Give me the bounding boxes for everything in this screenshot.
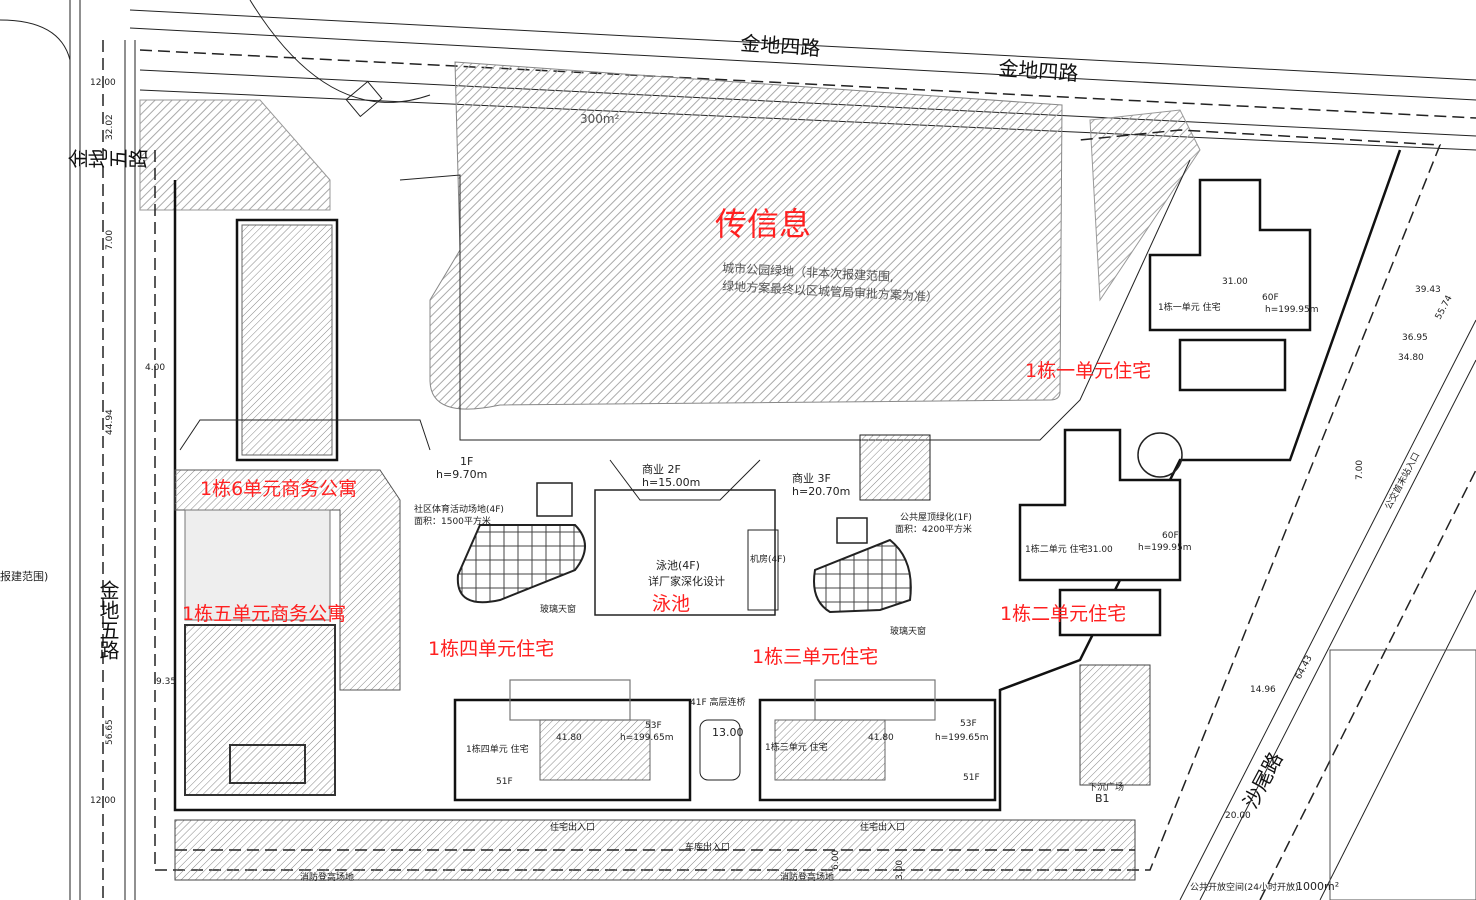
tower-unit3 [758, 679, 997, 802]
dim: 64.43 [1294, 654, 1315, 681]
tower2-dim: 31.00 [1087, 545, 1113, 555]
road-name-east: 沙尾路 [1238, 748, 1287, 812]
dim: 4.00 [145, 363, 165, 373]
label-unit1: 1栋一单元住宅 [1025, 360, 1151, 382]
corner-green [139, 99, 331, 211]
dim: 6.00 [831, 850, 841, 870]
skylight-west [456, 524, 586, 604]
pool-note: 详厂家深化设计 [648, 574, 725, 588]
west-road [0, 0, 136, 900]
podium-2f-height: h=15.00m [642, 476, 700, 489]
tower-unit2 [1018, 428, 1182, 637]
garden-area: 面积：4200平方米 [895, 523, 972, 535]
road-name-north-2: 金地四路 [998, 56, 1079, 86]
sky-bridge [699, 719, 741, 781]
tower1-label: 1栋一单元 住宅 [1158, 301, 1221, 313]
tower3-label: 1栋三单元 住宅 [765, 741, 828, 753]
pool [594, 489, 776, 616]
dim: 20.00 [1225, 811, 1251, 821]
sports-field [184, 509, 331, 621]
stairs [859, 434, 931, 501]
skylight-label-east: 玻璃天窗 [890, 625, 926, 637]
public-space-label: 公共开放空间(24小时开放) [1190, 881, 1298, 893]
podium-3f-height: h=20.70m [792, 485, 850, 498]
dim: 55.74 [1434, 294, 1455, 322]
res-entry-2: 住宅出入口 [860, 821, 905, 833]
round-structure [1137, 432, 1183, 478]
skylight-east [813, 538, 912, 614]
tower3-height: h=199.65m [935, 733, 989, 743]
tower3-floors: 53F [960, 719, 977, 729]
dim: 12.00 [90, 796, 116, 806]
dim: 39.43 [1415, 285, 1441, 295]
label-unit4: 1栋四单元住宅 [428, 638, 554, 660]
bus-entry: 公交首末站入口 [1382, 450, 1422, 511]
tower2-floors: 60F [1162, 531, 1179, 541]
fire-lane-label-2: 消防登高场地 [780, 871, 834, 883]
machine-room: 机房(4F) [750, 553, 786, 565]
bridge-label: 41F 高层连桥 [690, 696, 746, 708]
label-unit3: 1栋三单元住宅 [752, 646, 878, 668]
tower4-dim: 41.80 [556, 733, 582, 743]
tower2-height: h=199.95m [1138, 543, 1192, 553]
podium-1f-height: h=9.70m [436, 468, 487, 481]
bridge-dim: 13.00 [712, 726, 744, 739]
tower2-label: 1栋二单元 住宅 [1025, 543, 1088, 555]
dim: 44.94 [105, 409, 115, 435]
podium-2f: 商业 2F [642, 462, 681, 476]
tower4-floors: 53F [645, 721, 662, 731]
label-pool: 泳池 [652, 593, 690, 615]
heading-label: 传信息 [715, 205, 811, 243]
podium-3f: 商业 3F [792, 471, 831, 485]
site-boundary [154, 129, 1442, 871]
podium-1f: 1F [460, 455, 473, 468]
dim: 12.00 [90, 78, 116, 88]
road-name-west-2: 金地五路 [96, 580, 120, 660]
tower4-height: h=199.65m [620, 733, 674, 743]
fire-lane-label-1: 消防登高场地 [300, 871, 354, 883]
park-area-label: 300m² [580, 112, 620, 126]
skylight-label-west: 玻璃天窗 [540, 603, 576, 615]
sports-label: 社区体育活动场地(4F) [414, 503, 504, 515]
tower-unit5 [184, 624, 336, 796]
dim: 14.96 [1250, 685, 1276, 695]
tower4-low: 51F [496, 777, 513, 787]
dim: 9.35 [156, 677, 176, 687]
tower-unit1 [1148, 178, 1312, 392]
tower1-dim: 31.00 [1222, 277, 1248, 287]
tower3-dim: 41.80 [868, 733, 894, 743]
tower-unit4 [453, 679, 692, 802]
east-road [1179, 319, 1476, 900]
podium-outline [173, 149, 1402, 812]
dim: 3.00 [895, 860, 905, 880]
scope-label: 报建范围) [0, 569, 48, 583]
dim: 56.65 [105, 719, 115, 745]
plaza-label: 下沉广场 [1088, 781, 1124, 793]
public-space-area: 1000m² [1296, 880, 1339, 893]
tower3-low: 51F [963, 773, 980, 783]
dim: 7.00 [105, 230, 115, 250]
garden-label: 公共屋顶绿化(1F) [900, 511, 972, 523]
sunken-plaza [1079, 664, 1151, 786]
tower1-height: h=199.95m [1265, 305, 1319, 315]
ramp [249, 0, 431, 103]
tower1-floors: 60F [1262, 293, 1279, 303]
dim: 32.02 [105, 114, 115, 140]
dim: 34.80 [1398, 353, 1424, 363]
pool-title: 泳池(4F) [656, 558, 700, 572]
label-unit6: 1栋6单元商务公寓 [200, 478, 357, 500]
tower4-label: 1栋四单元 住宅 [466, 743, 529, 755]
b1-label: B1 [1095, 792, 1110, 805]
label-unit5: 1栋五单元商务公寓 [182, 603, 346, 625]
dim: 36.95 [1402, 333, 1428, 343]
garage-entry: 车库出入口 [685, 841, 730, 853]
road-name-north-1: 金地四路 [740, 31, 821, 61]
road-name-west-1: 金地五路 [68, 148, 148, 172]
res-entry-1: 住宅出入口 [550, 821, 595, 833]
label-unit2: 1栋二单元住宅 [1000, 603, 1126, 625]
dim: 7.00 [1355, 460, 1365, 480]
sports-area: 面积：1500平方米 [414, 515, 491, 527]
ne-green [1089, 109, 1201, 302]
park-area [429, 61, 1063, 410]
